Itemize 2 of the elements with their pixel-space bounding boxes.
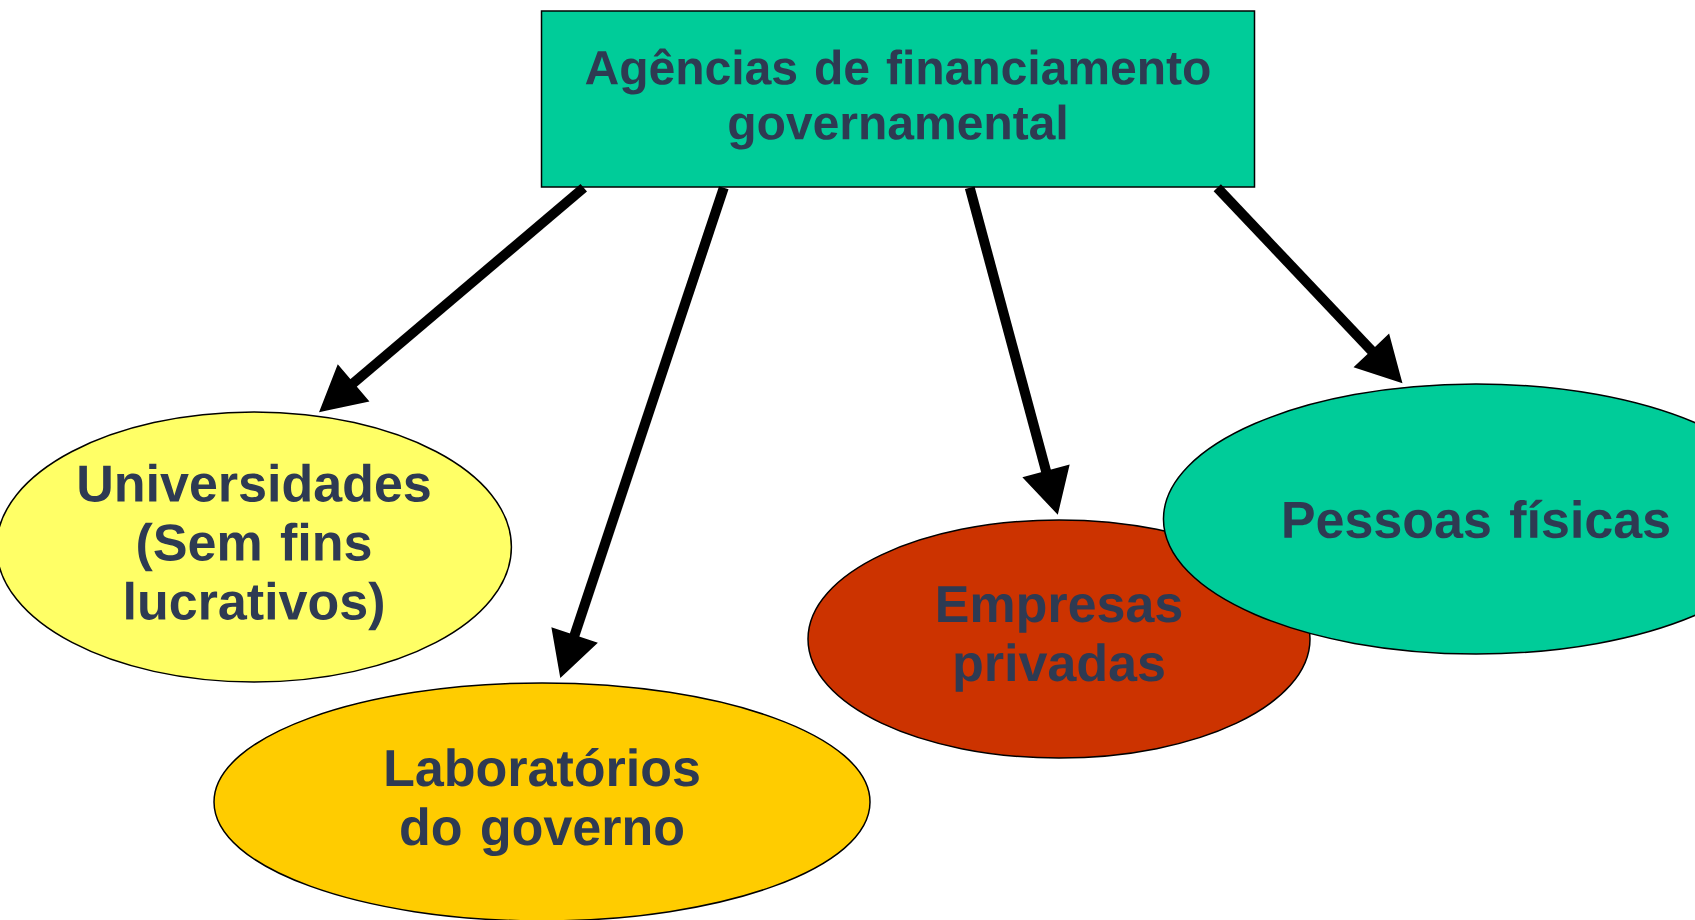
title-box: Agências de financiamento governamental: [540, 10, 1256, 188]
ellipse-node: Laboratórios do governo: [213, 682, 871, 920]
